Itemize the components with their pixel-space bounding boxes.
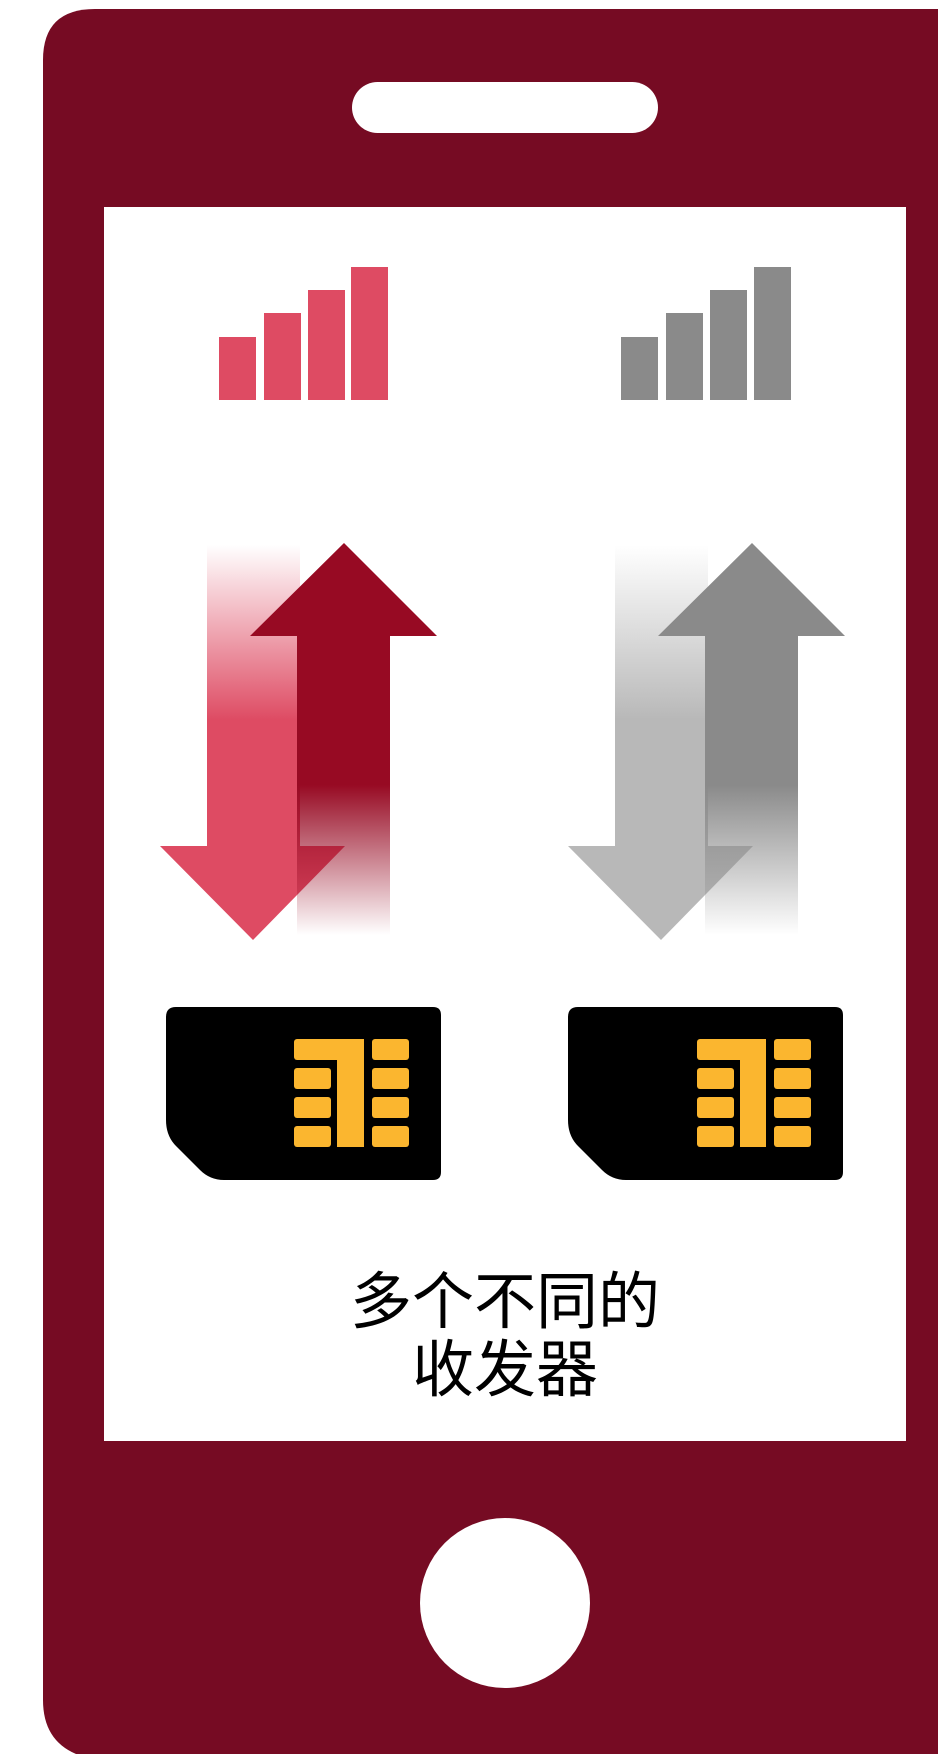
signal-bar-3 [710,290,747,400]
signal-bars-icon [219,267,388,400]
caption-line-2: 收发器 [411,1333,598,1406]
sim-chip [697,1039,811,1147]
signal-bar-2 [666,313,703,400]
sim-card-icon [166,1007,441,1180]
sim-chip [294,1039,409,1147]
signal-bar-1 [219,337,256,400]
home-button[interactable] [420,1518,590,1688]
signal-bar-4 [351,267,388,400]
caption-line-1: 多个不同的 [349,1265,660,1338]
signal-bar-3 [308,290,345,400]
signal-bar-1 [621,337,658,400]
caption-text: 多个不同的 收发器 [104,1268,906,1404]
up-down-arrows-icon [160,543,437,940]
transceiver-1 [160,267,441,1180]
transceiver-2 [568,267,845,1180]
sim-card-body [166,1007,441,1180]
speaker-slot [352,82,658,133]
sim-card-body [568,1007,843,1180]
up-down-arrows-icon [568,543,845,940]
signal-bar-2 [264,313,301,400]
sim-card-icon [568,1007,843,1180]
up-arrow [658,543,845,935]
signal-bars-icon [621,267,791,400]
up-arrow [250,543,437,935]
signal-bar-4 [754,267,791,400]
